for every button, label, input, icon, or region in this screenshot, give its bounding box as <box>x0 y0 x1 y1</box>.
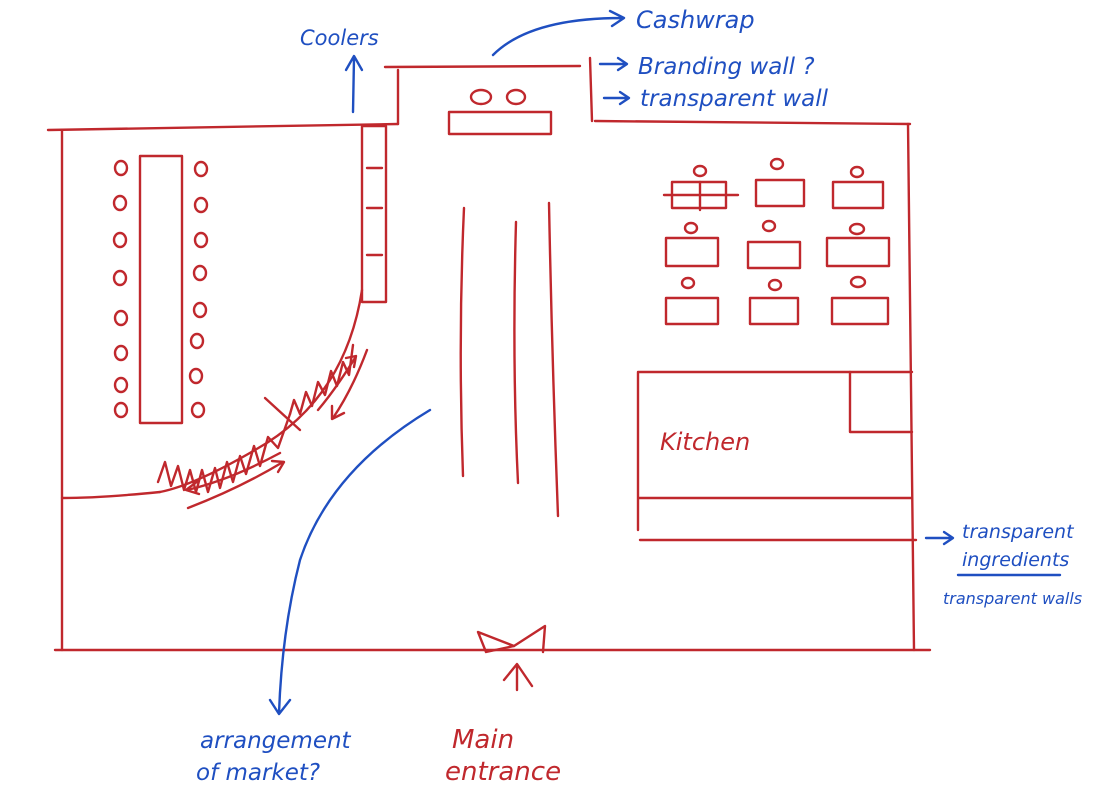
dining-table <box>664 296 720 326</box>
aisle-line <box>547 201 560 518</box>
label-coolers: Coolers <box>300 26 379 50</box>
cashwrap-stool-2 <box>505 88 527 106</box>
flow-arrow <box>316 356 357 412</box>
cashwrap-counter <box>447 110 553 136</box>
seat <box>113 376 129 394</box>
label-of-market: of market? <box>196 760 320 786</box>
seat <box>112 269 128 287</box>
market-arrow <box>268 408 432 716</box>
annotations <box>268 9 1062 716</box>
label-cashwrap: Cashwrap <box>636 6 755 34</box>
dining-table <box>748 296 800 326</box>
dining-table <box>746 240 802 270</box>
cashwrap-area <box>383 56 594 136</box>
chair <box>849 165 865 179</box>
coolers-arrow <box>344 54 364 114</box>
seat <box>188 367 204 385</box>
label-ingredients: ingredients <box>962 549 1069 571</box>
kitchen-block <box>636 370 918 542</box>
labels: Coolers Cashwrap Branding wall ? transpa… <box>196 6 1082 787</box>
zigzag-display-lower <box>156 412 292 494</box>
label-branding-wall: Branding wall ? <box>638 54 815 80</box>
main-entrance-door <box>476 624 547 692</box>
flow-arrow <box>186 460 285 510</box>
seat <box>113 309 129 327</box>
door-leaf-right <box>512 624 547 654</box>
door-leaf-left <box>476 630 516 654</box>
seat <box>113 344 129 362</box>
ingredients-arrow <box>924 530 955 546</box>
label-entrance: entrance <box>445 757 561 787</box>
seat <box>193 160 209 178</box>
chair <box>680 276 696 290</box>
right-seats <box>188 160 209 419</box>
seat <box>112 231 128 249</box>
chair <box>769 157 785 171</box>
kitchen-wall <box>636 370 914 532</box>
label-kitchen: Kitchen <box>660 428 750 456</box>
seat <box>189 332 205 350</box>
dining-table <box>830 296 890 326</box>
chair <box>767 278 783 292</box>
outer-walls <box>46 119 932 652</box>
alcove-top-line <box>383 64 582 69</box>
chair <box>692 164 708 178</box>
long-table <box>138 154 184 425</box>
left-mid-line <box>60 490 162 500</box>
seat <box>192 301 208 319</box>
aisle-line <box>459 206 466 478</box>
seat <box>113 401 129 419</box>
flow-arrow-head <box>270 459 286 474</box>
dining-table <box>831 180 885 210</box>
dining-tables <box>662 157 891 326</box>
seat <box>112 194 128 212</box>
long-table-group <box>112 154 209 425</box>
seat <box>190 401 206 419</box>
label-arrangement: arrangement <box>200 728 352 754</box>
seat <box>193 196 209 214</box>
right-wall <box>906 122 916 652</box>
label-transparent-wall: transparent wall <box>640 86 829 112</box>
flow-arrow <box>331 348 369 420</box>
seat <box>192 264 208 282</box>
central-aisle <box>459 201 560 518</box>
top-wall-left <box>46 122 400 132</box>
zigzag-display-upper <box>288 343 355 416</box>
seat <box>193 231 209 249</box>
table-leg <box>662 180 740 212</box>
seat <box>113 159 129 177</box>
flow-arrow-head <box>330 404 346 421</box>
top-wall-right <box>593 119 912 126</box>
cashwrap-arrow <box>491 9 626 57</box>
cooler-shelf <box>360 124 388 304</box>
dining-table <box>754 178 806 208</box>
chair <box>849 275 867 289</box>
dining-table <box>664 236 720 268</box>
chair <box>848 222 866 236</box>
alcove-right-wall <box>588 56 594 123</box>
flow-arrow-head <box>344 354 358 369</box>
flow-arrow <box>185 451 282 492</box>
flow-arrow-head <box>184 479 201 496</box>
transparent-wall-arrow <box>602 90 631 106</box>
label-transparent: transparent <box>962 521 1075 543</box>
dining-table <box>825 236 891 268</box>
chair <box>683 221 699 235</box>
entrance-arrow <box>502 662 534 692</box>
market-displays <box>156 343 369 510</box>
cashwrap-stool-1 <box>469 88 493 106</box>
divider-tick <box>263 396 302 432</box>
chair <box>761 219 777 233</box>
aisle-line <box>513 220 520 485</box>
kitchen-corner-room <box>848 370 914 434</box>
branding-wall-arrow <box>598 56 629 72</box>
left-seats <box>112 159 129 419</box>
label-transparent-walls: transparent walls <box>943 589 1082 608</box>
label-main: Main <box>452 725 514 755</box>
